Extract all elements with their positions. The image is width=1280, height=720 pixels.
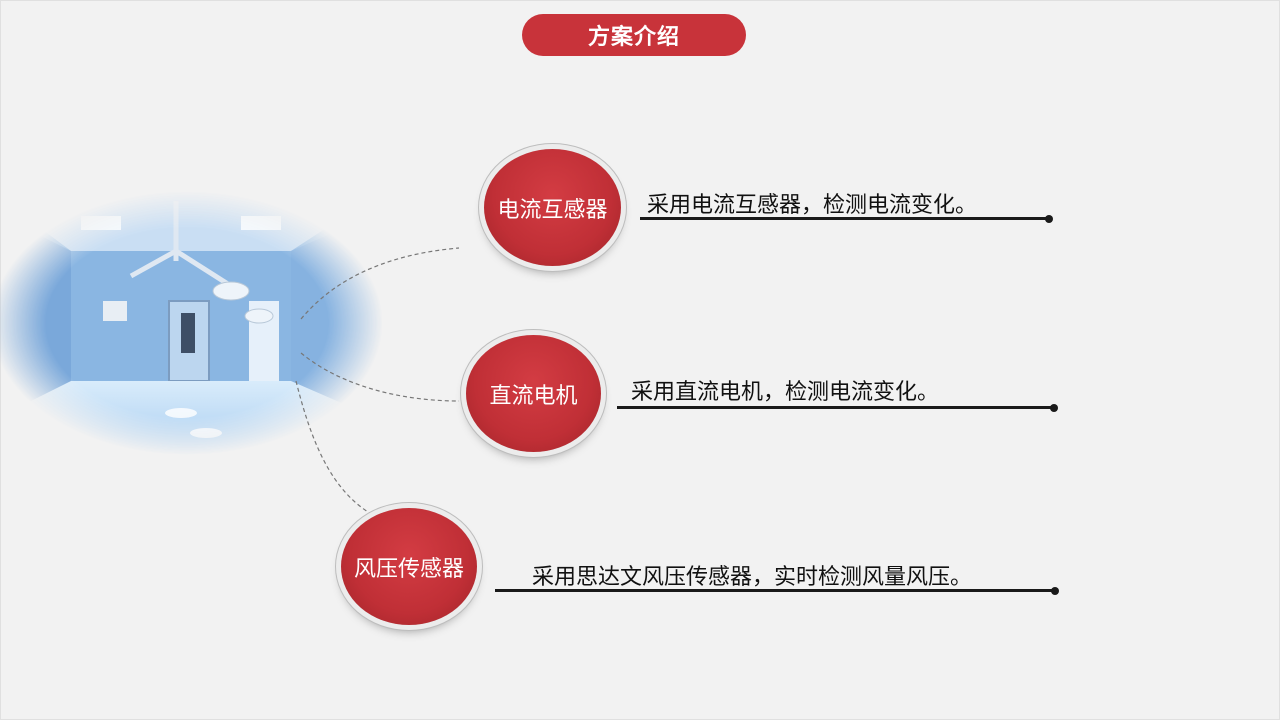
wind-pressure-sensor-description: 采用思达文风压传感器，实时检测风量风压。 (532, 565, 973, 590)
operating-room-image (0, 191, 383, 456)
current-transformer-description: 采用电流互感器，检测电流变化。 (647, 193, 978, 218)
page-title-text: 方案介绍 (587, 25, 680, 50)
current-transformer-circle: 电流互感器 (484, 149, 621, 266)
dc-motor-circle: 直流电机 (466, 335, 601, 452)
page-title: 方案介绍 (522, 14, 746, 56)
dc-motor-underline (617, 403, 1058, 412)
wind-pressure-sensor-underline (495, 586, 1059, 595)
current-transformer-label: 电流互感器 (497, 197, 608, 223)
underline-end-dot (1045, 214, 1053, 223)
underline-end-dot (1051, 586, 1059, 595)
wind-pressure-sensor-circle: 风压传感器 (341, 508, 477, 625)
underline-end-dot (1050, 403, 1058, 412)
dc-motor-label: 直流电机 (489, 383, 578, 409)
wind-pressure-sensor-label: 风压传感器 (353, 556, 464, 582)
dc-motor-description: 采用直流电机，检测电流变化。 (631, 380, 940, 405)
current-transformer-underline (640, 214, 1053, 223)
